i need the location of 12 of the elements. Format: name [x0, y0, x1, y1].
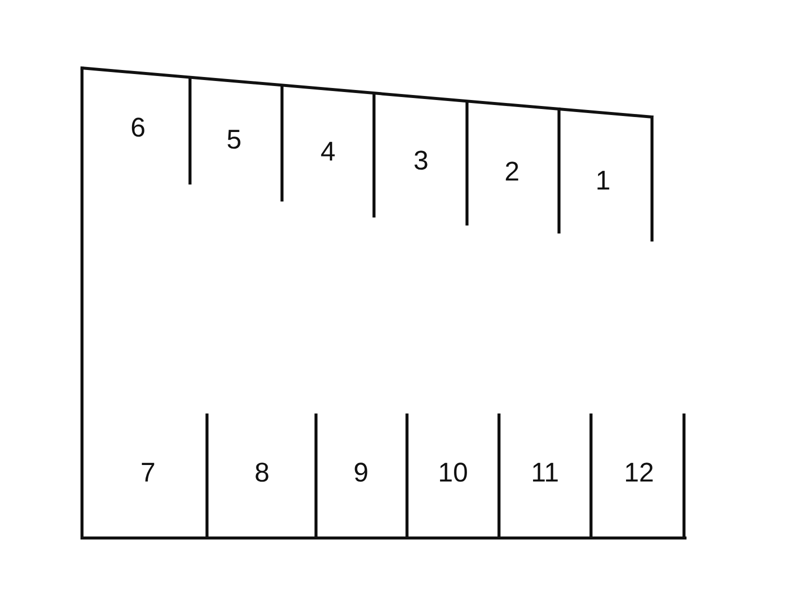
space-number: 10: [438, 460, 468, 486]
space-number: 6: [130, 114, 146, 142]
space-number: 9: [353, 460, 369, 486]
space-number: 1: [595, 168, 611, 194]
space-number: 4: [320, 138, 336, 166]
space-number: 8: [254, 460, 270, 486]
space-number: 2: [504, 158, 520, 186]
space-number: 11: [530, 460, 560, 486]
space-number: 12: [624, 460, 654, 486]
space-number: 5: [226, 126, 242, 154]
space-number: 7: [140, 460, 156, 486]
space-number: 3: [413, 148, 429, 174]
